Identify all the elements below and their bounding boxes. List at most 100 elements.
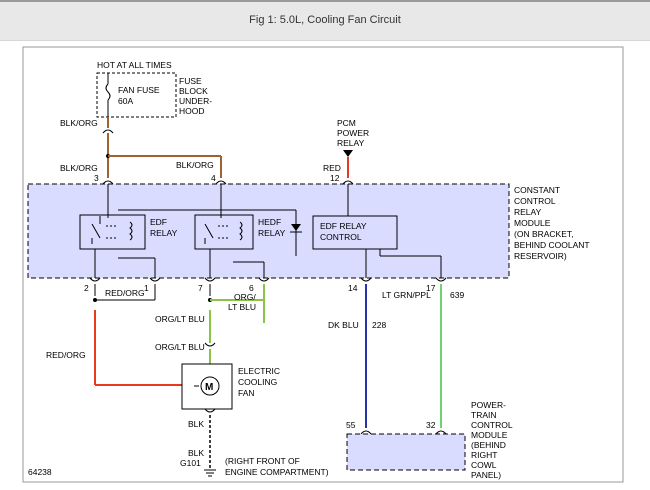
pin-12-label: 12 xyxy=(330,173,340,183)
figure-number: 64238 xyxy=(28,467,52,477)
figure-title: Fig 1: 5.0L, Cooling Fan Circuit xyxy=(249,14,401,26)
module-label-line3: RELAY xyxy=(514,207,542,217)
hedf-relay-label-line2: RELAY xyxy=(258,228,286,238)
edf-relay-control-box xyxy=(312,215,398,250)
edf-relay-label-line1: EDF xyxy=(150,217,167,227)
hedf-relay-box xyxy=(194,214,254,250)
figure-header: Fig 1: 5.0L, Cooling Fan Circuit xyxy=(0,2,650,41)
pin-32-label: 32 xyxy=(426,420,436,430)
connector-pin32 xyxy=(435,430,447,435)
hot-at-all-times-label: HOT AT ALL TIMES xyxy=(97,60,172,70)
edf-relay-control-label-line2: CONTROL xyxy=(320,232,362,242)
hedf-relay-label-line1: HEDF xyxy=(258,217,281,227)
pin-1-label: 1 xyxy=(144,283,149,293)
connector-pin14 xyxy=(360,277,372,282)
connector-fuse-out xyxy=(102,129,114,134)
fan-fuse-label-line2: 60A xyxy=(118,96,133,106)
module-label-line6: BEHIND COOLANT xyxy=(514,240,590,250)
fuse-block-label-line1: FUSE xyxy=(179,76,202,86)
top-border xyxy=(0,0,650,2)
figure-frame xyxy=(22,46,624,483)
diode-symbol xyxy=(291,224,301,231)
org-ltblu-label-1: ORG/LT BLU xyxy=(155,314,205,324)
connector-pin3 xyxy=(102,180,114,185)
pin-17-label: 17 xyxy=(426,283,436,293)
module-label-line5: (ON BRACKET, xyxy=(514,229,574,239)
pcm-module-label-line8: PANEL) xyxy=(471,470,501,480)
pcm-power-relay-label-line3: RELAY xyxy=(337,138,365,148)
edf-relay-label-line2: RELAY xyxy=(150,228,178,238)
connector-pin12 xyxy=(342,180,354,185)
fan-fuse-label-line1: FAN FUSE xyxy=(118,85,160,95)
circuit-639-label: 639 xyxy=(450,290,464,300)
circuit-228-label: 228 xyxy=(372,320,386,330)
connector-fan-bottom xyxy=(204,408,216,413)
fuse-block-outline xyxy=(96,72,177,118)
blk-org-label-top: BLK/ORG xyxy=(60,118,98,128)
connector-pin55 xyxy=(360,430,372,435)
blk-org-label-right: BLK/ORG xyxy=(176,160,214,170)
connector-pin17 xyxy=(435,277,447,282)
pin-55-label: 55 xyxy=(346,420,356,430)
motor-letter: M xyxy=(205,382,213,393)
fan-label-line3: FAN xyxy=(238,388,255,398)
fuse-block-label-line3: UNDER- xyxy=(179,96,212,106)
hedf-relay-switch xyxy=(204,223,214,244)
pcm-module-label-line1: POWER- xyxy=(471,400,506,410)
hedf-relay-link xyxy=(218,225,228,239)
red-wire-label: RED xyxy=(323,163,341,173)
pcm-module-label-line3: CONTROL xyxy=(471,420,513,430)
fan-motor-icon xyxy=(200,376,220,396)
blk-org-label-left: BLK/ORG xyxy=(60,163,98,173)
lt-grn-ppl-label: LT GRN/PPL xyxy=(382,290,431,300)
connector-pin2 xyxy=(89,277,101,282)
connector-pin6 xyxy=(258,277,270,282)
fuse-block-label-line2: BLOCK xyxy=(179,86,208,96)
connector-pin7 xyxy=(204,277,216,282)
connector-pin4 xyxy=(215,180,227,185)
pcm-module-label-line7: COWL xyxy=(471,460,497,470)
connector-fan-top xyxy=(204,342,216,347)
connector-pin1 xyxy=(149,277,161,282)
edf-relay-switch xyxy=(91,216,101,244)
ground-g101-label: G101 xyxy=(180,458,201,468)
pcm-module-label-line6: RIGHT xyxy=(471,450,497,460)
org-ltblu-label-2: ORG/LT BLU xyxy=(155,342,205,352)
module-label-line4: MODULE xyxy=(514,218,551,228)
red-org-label-lower: RED/ORG xyxy=(46,350,86,360)
cooling-fan-box xyxy=(181,363,233,410)
pin-6-label: 6 xyxy=(249,283,254,293)
pin-7-label: 7 xyxy=(198,283,203,293)
module-label-line7: RESERVOIR) xyxy=(514,251,567,261)
fan-label-line2: COOLING xyxy=(238,377,277,387)
fuse-block-label-line4: HOOD xyxy=(179,106,205,116)
dk-blu-label: DK BLU xyxy=(328,320,359,330)
pcm-power-relay-label-line1: PCM xyxy=(337,118,356,128)
red-org-label-upper: RED/ORG xyxy=(105,288,145,298)
pin-4-label: 4 xyxy=(211,173,216,183)
fan-label-line1: ELECTRIC xyxy=(238,366,280,376)
powertrain-control-module xyxy=(346,433,466,471)
ground-location-line1: (RIGHT FRONT OF xyxy=(225,456,300,466)
module-label-line1: CONSTANT xyxy=(514,185,560,195)
edf-relay-control-label-line1: EDF RELAY xyxy=(320,221,367,231)
pin-3-label: 3 xyxy=(94,173,99,183)
pin-2-label: 2 xyxy=(84,283,89,293)
pcm-module-label-line5: (BEHIND xyxy=(471,440,506,450)
hedf-relay-coil xyxy=(239,221,243,241)
blk-label-lower: BLK xyxy=(188,448,204,458)
module-label-line2: CONTROL xyxy=(514,196,556,206)
pcm-module-label-line2: TRAIN xyxy=(471,410,497,420)
org-ltblu-short-label-line2: LT BLU xyxy=(228,302,256,312)
edf-relay-coil xyxy=(129,221,133,241)
pin-14-label: 14 xyxy=(348,283,358,293)
ground-location-line2: ENGINE COMPARTMENT) xyxy=(225,467,329,477)
edf-relay-link xyxy=(106,225,116,239)
pcm-power-relay-arrow xyxy=(343,150,353,157)
pcm-module-label-line4: MODULE xyxy=(471,430,508,440)
edf-relay-box xyxy=(79,214,146,250)
fan-fuse-symbol xyxy=(105,73,111,117)
blk-label-upper: BLK xyxy=(188,419,204,429)
pcm-power-relay-label-line2: POWER xyxy=(337,128,369,138)
